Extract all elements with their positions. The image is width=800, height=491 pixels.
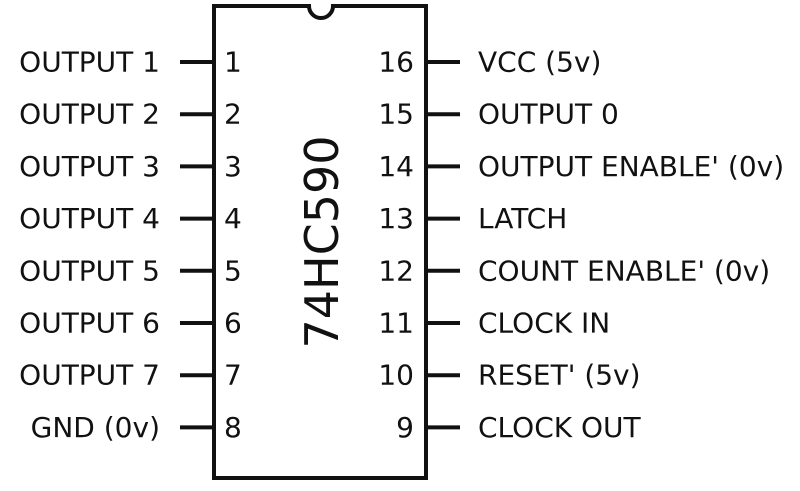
chip-name: 74HC590 [295,135,349,348]
pin-number: 9 [396,411,414,444]
pin-9: 9 CLOCK OUT [396,411,641,444]
pin-5: OUTPUT 5 5 [19,254,242,287]
pin-4: OUTPUT 4 4 [19,202,242,235]
chip-body [212,4,428,480]
pin-number: 3 [224,150,242,183]
pin-label: CLOCK OUT [478,411,642,444]
pin-number: 13 [378,202,414,235]
pin-label: LATCH [478,202,567,235]
pin-number: 10 [378,359,414,392]
pin-number: 1 [224,46,242,79]
pin-label: OUTPUT 6 [19,307,160,340]
pin-label: OUTPUT 7 [19,359,160,392]
pin-label: OUTPUT 0 [478,98,619,131]
pin-12: 12 COUNT ENABLE' (0v) [378,254,770,287]
pin-label: OUTPUT 3 [19,150,160,183]
pin-label: VCC (5v) [478,46,601,79]
pin-number: 4 [224,202,242,235]
pin-label: COUNT ENABLE' (0v) [478,254,770,287]
pin-13: 13 LATCH [378,202,567,235]
pin-7: OUTPUT 7 7 [19,359,242,392]
pin-14: 14 OUTPUT ENABLE' (0v) [378,150,784,183]
pin-number: 15 [378,98,414,131]
pin-2: OUTPUT 2 2 [19,98,242,131]
pin-label: GND (0v) [31,411,160,444]
pin-label: OUTPUT ENABLE' (0v) [478,150,784,183]
pin-16: 16 VCC (5v) [378,46,601,79]
pin-15: 15 OUTPUT 0 [378,98,618,131]
pin-number: 2 [224,98,242,131]
pin-label: OUTPUT 1 [19,46,160,79]
pin-label: OUTPUT 5 [19,254,160,287]
pin-number: 16 [378,46,414,79]
pin-number: 11 [378,307,414,340]
pin-label: CLOCK IN [478,307,610,340]
pin-number: 7 [224,359,242,392]
pin-1: OUTPUT 1 1 [19,46,242,79]
pin-number: 12 [378,254,414,287]
pin-11: 11 CLOCK IN [378,307,610,340]
pin-number: 5 [224,254,242,287]
pin-10: 10 RESET' (5v) [378,359,640,392]
pin-number: 14 [378,150,414,183]
pin-label: RESET' (5v) [478,359,641,392]
pin-label: OUTPUT 2 [19,98,160,131]
pin-3: OUTPUT 3 3 [19,150,242,183]
pin-number: 6 [224,307,242,340]
pin-label: OUTPUT 4 [19,202,160,235]
pin-8: GND (0v) 8 [31,411,242,444]
pin-number: 8 [224,411,242,444]
pin-6: OUTPUT 6 6 [19,307,242,340]
right-pins: 16 VCC (5v) 15 OUTPUT 0 14 OUTPUT ENABLE' (0v… [378,46,784,444]
